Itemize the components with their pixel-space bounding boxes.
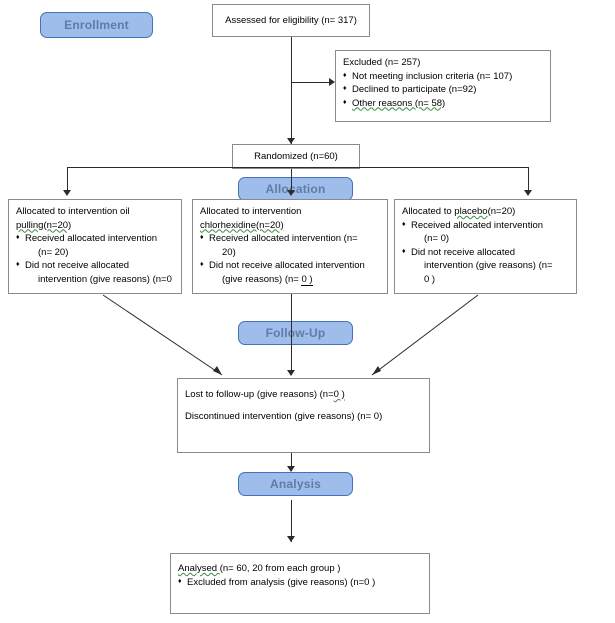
arm2-heading-line2-text: chlorhexidine(n=20) — [200, 219, 284, 231]
followup-spacer — [185, 402, 423, 410]
arrowhead-analysed — [287, 536, 295, 542]
analysed-count: (n= 60, 20 from each group ) — [219, 563, 341, 574]
arm1-heading-line2-text: pulling(n=20) — [16, 219, 72, 231]
connector-allocation-bus — [67, 167, 529, 168]
arm3-item-received-count: (n= 0) — [424, 233, 450, 244]
arm1-heading-line2: pulling(n=20) — [16, 219, 175, 233]
stage-label-allocation-text: Allocation — [265, 182, 326, 196]
connector-analysis-to-analysed — [291, 500, 292, 542]
arm3-heading-count: (n=20) — [487, 206, 516, 217]
analysed-label: Analysed — [178, 563, 220, 574]
arm3-list: Received allocated intervention (n= 0) D… — [402, 218, 570, 287]
connector-to-excluded — [291, 82, 333, 83]
excluded-list: Not meeting inclusion criteria (n= 107) … — [343, 69, 544, 111]
stage-label-analysis: Analysis — [238, 472, 353, 496]
box-randomized: Randomized (n=60) — [232, 144, 360, 169]
stage-label-followup-text: Follow-Up — [265, 326, 326, 340]
connector-followup-to-analysis — [291, 453, 292, 471]
arm3-heading-line1: Allocated to placebo(n=20) — [402, 205, 570, 219]
arm2-item-not-received: Did not receive allocated intervention (… — [200, 258, 381, 287]
arm1-item-received-text: Received allocated intervention — [25, 233, 158, 244]
stage-label-allocation: Allocation — [238, 177, 353, 201]
arm3-heading-prefix: Allocated to — [402, 206, 455, 217]
box-excluded: Excluded (n= 257) Not meeting inclusion … — [335, 50, 551, 122]
analysed-excluded-item: Excluded from analysis (give reasons) (n… — [178, 575, 423, 590]
connector-allocation-right — [528, 167, 529, 192]
arm2-item-not-received-text: Did not receive allocated intervention — [209, 260, 365, 271]
arm3-heading-placebo: placebo — [454, 206, 488, 217]
arm1-item-not-received-text: Did not receive allocated — [25, 260, 130, 271]
arm3-item-not-received-cont: intervention (give reasons) (n= — [424, 260, 553, 271]
connector-middle-to-followup — [291, 294, 292, 375]
arm2-list: Received allocated intervention (n= 20) … — [200, 231, 381, 287]
box-allocation-placebo: Allocated to placebo(n=20) Received allo… — [394, 199, 577, 294]
box-followup: Lost to follow-up (give reasons) (n=0 ) … — [177, 378, 430, 453]
box-analysed: Analysed (n= 60, 20 from each group ) Ex… — [170, 553, 430, 614]
arm1-item-received: Received allocated intervention (n= 20) — [16, 231, 175, 259]
connector-assessed-to-randomized — [291, 37, 292, 144]
arm2-heading-line1: Allocated to intervention — [200, 206, 302, 217]
excluded-item: Other reasons (n= 58) — [343, 96, 544, 111]
followup-line2: Discontinued intervention (give reasons)… — [185, 410, 383, 422]
analysed-list: Excluded from analysis (give reasons) (n… — [178, 575, 423, 590]
box-allocation-chlorhexidine: Allocated to intervention chlorhexidine(… — [192, 199, 388, 294]
arm3-item-not-received-count: 0 ) — [424, 273, 436, 285]
arm2-reasons-text: (give reasons) (n= — [222, 273, 302, 285]
arm1-item-not-received-count: intervention (give reasons) (n=0 — [38, 273, 172, 285]
arm3-item-not-received: Did not receive allocated intervention (… — [402, 245, 570, 287]
arm3-item-received-text: Received allocated intervention — [411, 219, 544, 231]
excluded-title: Excluded (n= 257) — [343, 57, 421, 68]
connector-allocation-middle — [291, 169, 292, 192]
stage-label-enrollment-text: Enrollment — [64, 18, 129, 32]
arm1-item-not-received: Did not receive allocated intervention (… — [16, 258, 175, 286]
arrowhead-allocation-middle — [287, 190, 295, 196]
box-assessed-for-eligibility: Assessed for eligibility (n= 317) — [212, 4, 370, 37]
stage-label-followup: Follow-Up — [238, 321, 353, 345]
arm3-item-received: Received allocated intervention (n= 0) — [402, 218, 570, 246]
followup-line1-text: Lost to follow-up (give reasons) (n= — [185, 389, 334, 400]
randomized-text: Randomized (n=60) — [254, 150, 338, 162]
arm3-item-not-received-text: Did not receive allocated — [411, 246, 516, 258]
assessed-text: Assessed for eligibility (n= 317) — [225, 14, 357, 26]
arrowhead-randomized — [287, 138, 295, 144]
arm1-item-received-count: (n= 20) — [38, 246, 69, 258]
arm2-item-not-received-count: (give reasons) (n= 0 ) — [209, 273, 381, 287]
arm2-heading-line2: chlorhexidine(n=20) — [200, 219, 381, 233]
stage-label-analysis-text: Analysis — [270, 477, 321, 491]
stage-label-enrollment: Enrollment — [40, 12, 153, 38]
arrowhead-followup — [287, 370, 295, 376]
analysed-line1: Analysed (n= 60, 20 from each group ) — [178, 562, 423, 576]
excluded-item: Declined to participate (n=92) — [343, 82, 544, 97]
arm2-reasons-count: 0 ) — [301, 273, 313, 286]
followup-line1: Lost to follow-up (give reasons) (n=0 ) — [185, 388, 423, 402]
box-allocation-oil-pulling: Allocated to intervention oil pulling(n=… — [8, 199, 182, 294]
arrowhead-analysis — [287, 466, 295, 472]
arm1-heading-line1: Allocated to intervention oil — [16, 206, 130, 217]
arm2-item-received-text: Received allocated intervention (n= — [209, 233, 358, 244]
arrowhead-allocation-left — [63, 190, 71, 196]
arm2-item-received: Received allocated intervention (n= 20) — [200, 231, 381, 259]
arm2-item-received-count: 20) — [222, 246, 236, 258]
connector-allocation-left — [67, 167, 68, 192]
arrowhead-allocation-right — [524, 190, 532, 196]
arrowhead-excluded — [329, 78, 335, 86]
excluded-item-text: Other reasons (n= 58) — [352, 97, 446, 109]
followup-line1-count: 0 ) — [333, 389, 345, 400]
arm1-list: Received allocated intervention (n= 20) … — [16, 231, 175, 286]
excluded-item: Not meeting inclusion criteria (n= 107) — [343, 69, 544, 84]
